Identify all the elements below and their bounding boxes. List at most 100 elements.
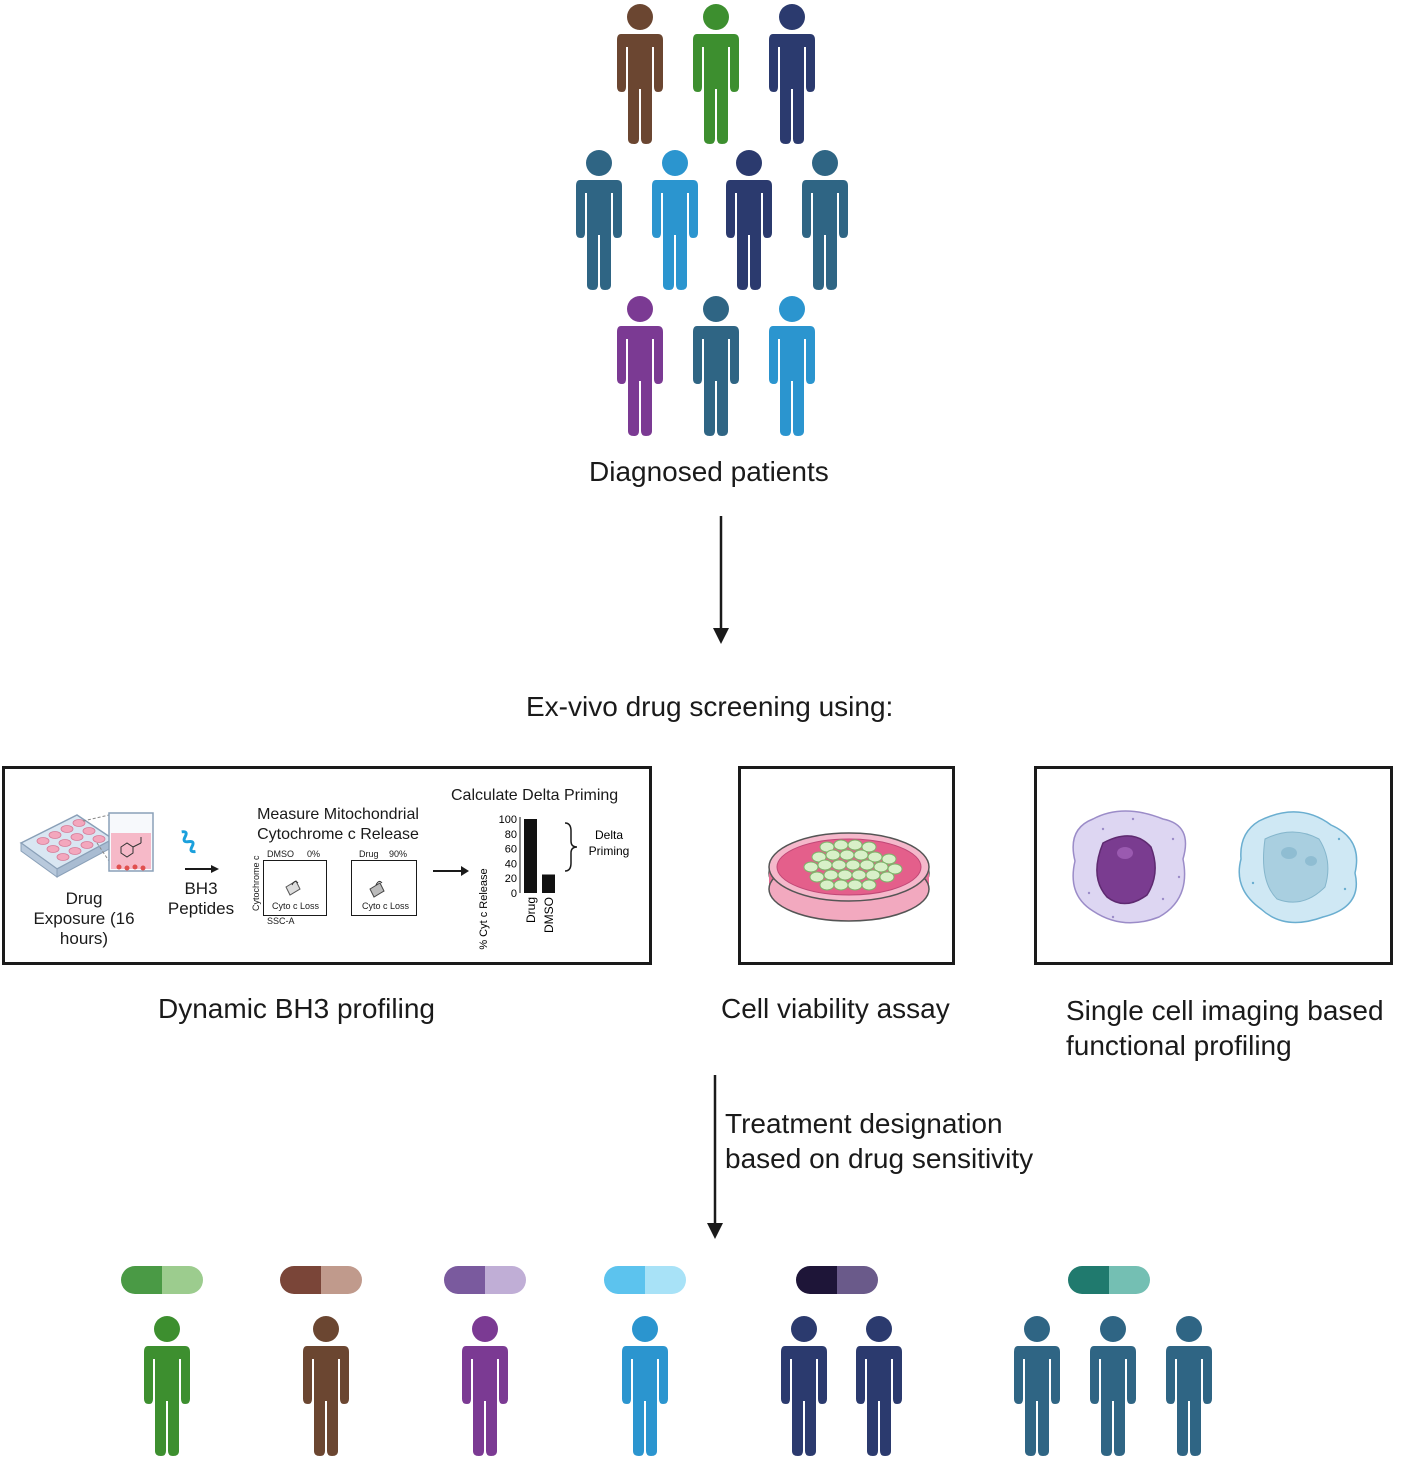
plot2-percent: 90% [389,849,408,859]
cell-colony [861,879,877,891]
person-icon [796,149,854,291]
x-axis-label: SSC-A [267,916,295,926]
cell-colony [817,859,833,871]
cell-colony [803,861,819,873]
cell-colony [861,841,877,853]
person-icon [763,3,821,145]
gate-icon [369,880,385,898]
imaging-label-line1: Single cell imaging based [1066,995,1384,1026]
pill-icon [280,1266,362,1294]
cell-viability-panel [738,766,955,965]
person-icon [720,149,778,291]
cell-colony [809,871,825,883]
bar-category-label: Drug [524,897,538,923]
petri-dish-icon [768,832,930,922]
cell-colony [887,863,903,875]
pill-icon [796,1266,878,1294]
drug-exposure-line2: Exposure (16 [33,909,135,928]
bh3-profiling-panel: Drug Exposure (16 hours) BH3 Peptides Me… [2,766,652,965]
cell-colony [879,871,895,883]
bar-tick-label: 0 [511,888,517,900]
bar-tick-label: 60 [505,844,517,856]
person-icon [138,1315,196,1457]
cell-colony [853,849,869,861]
cell-colony [845,859,861,871]
treatment-line1: Treatment designation [725,1108,1003,1139]
person-icon [611,3,669,145]
plot1-gate-label: Cyto c Loss [272,901,320,911]
cell-viability-label: Cell viability assay [721,993,950,1024]
imaging-profiling-label: Single cell imaging based functional pro… [1066,993,1384,1063]
cell-colony [837,869,853,881]
bar-tick-label: 40 [505,858,517,870]
bar-dmso [542,874,555,893]
bar-y-axis-label: % Cyt c Release [478,868,490,949]
person-icon [775,1315,833,1457]
measure-label: Measure Mitochondrial Cytochrome c Relea… [243,805,433,845]
flow-plot-dmso: Cyto c Loss [263,860,327,916]
person-icon [570,149,628,291]
measure-line2: Cytochrome c Release [257,826,419,843]
cell-colony [833,879,849,891]
plot2-gate-label: Cyto c Loss [362,901,410,911]
drug-exposure-line3: hours) [59,929,109,948]
flow-plot-drug: Cyto c Loss [351,860,417,916]
plot2-title: Drug [359,849,379,859]
bh3-profiling-label: Dynamic BH3 profiling [158,993,435,1024]
right-arrow [433,866,469,876]
cell-colony [823,869,839,881]
bh3-peptides-line2: Peptides [167,899,235,918]
single-cell-imaging-panel [1034,766,1393,965]
bh3-peptides-label: BH3 Peptides [161,879,241,919]
pill-icon [121,1266,203,1294]
well-plate-icon [19,812,154,878]
delta-priming-chart: % Cyt c Release 100 80 60 40 20 0 Drug DMSO De… [478,814,630,950]
bar-tick-label: 20 [505,873,517,885]
person-icon [687,3,745,145]
person-icon [616,1315,674,1457]
bar-category-label: DMSO [542,897,556,933]
person-icon [611,295,669,437]
cell-colony [819,879,835,891]
diagnosed-patients-label: Diagnosed patients [589,456,829,487]
person-icon [646,149,704,291]
person-icon [1084,1315,1142,1457]
person-icon [1008,1315,1066,1457]
pill-icon [1068,1266,1150,1294]
drug-exposure-label: Drug Exposure (16 hours) [27,889,141,949]
cell-colony [831,859,847,871]
delta-line1: Delta [595,828,623,842]
bar-tick-label: 80 [505,829,517,841]
person-icon [687,295,745,437]
bar-drug [524,819,537,893]
cell-images-icon [1072,810,1358,924]
bar-tick-label: 100 [499,814,517,826]
delta-line2: Priming [589,844,630,858]
delta-priming-title: Calculate Delta Priming [451,787,619,804]
treatment-designation-label: Treatment designation based on drug sens… [725,1106,1033,1176]
peptide-icon [181,830,219,873]
treatment-line2: based on drug sensitivity [725,1143,1034,1174]
cell-colony [847,839,863,851]
cell-colony [825,849,841,861]
plot1-percent: 0% [307,849,321,859]
cell-colony [847,879,863,891]
cell-colony [839,849,855,861]
imaging-label-line2: functional profiling [1066,1030,1292,1061]
drug-exposure-line1: Drug [65,889,103,908]
person-icon [763,295,821,437]
pill-icon [444,1266,526,1294]
cell-colony [851,869,867,881]
down-arrow [707,1075,723,1239]
person-icon [297,1315,355,1457]
down-arrow [713,516,729,644]
cell-colony [833,839,849,851]
cell-colony [881,853,897,865]
plot1-title: DMSO [267,849,294,859]
cell-colony [859,859,875,871]
measure-line1: Measure Mitochondrial [257,806,419,823]
bh3-peptides-line1: BH3 [184,879,218,898]
gate-icon [285,880,301,896]
pill-icon [604,1266,686,1294]
person-icon [456,1315,514,1457]
